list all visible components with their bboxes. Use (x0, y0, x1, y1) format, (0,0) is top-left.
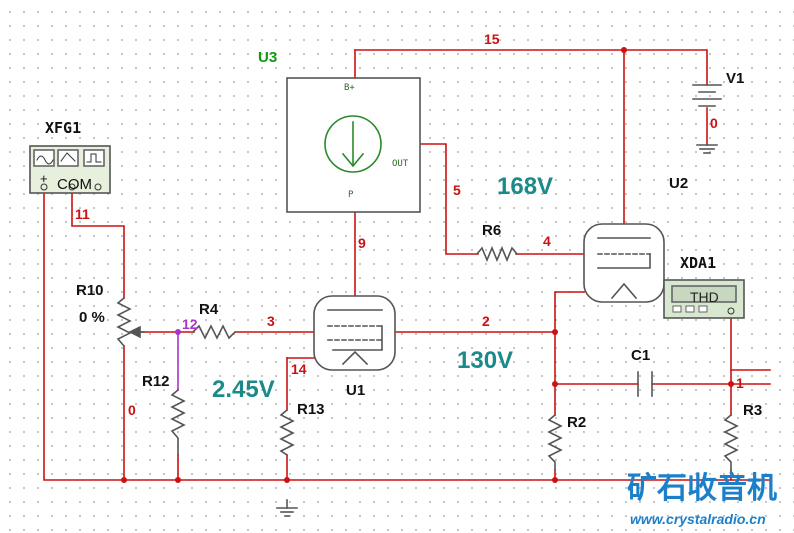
u1-label: U1 (346, 382, 366, 399)
u3-label: U3 (258, 49, 278, 66)
u2-label: U2 (669, 175, 689, 192)
r13-label: R13 (297, 401, 325, 418)
xda1-thd-display: THD (690, 289, 719, 305)
r4-label: R4 (199, 301, 219, 318)
r2-label: R2 (567, 414, 587, 431)
net-0-v1: 0 (710, 115, 718, 131)
xfg1-label: XFG1 (45, 119, 82, 137)
net-14: 14 (291, 361, 307, 377)
u3-out-pin: OUT (392, 159, 409, 169)
r12-label: R12 (142, 373, 170, 390)
net-2: 2 (482, 313, 490, 329)
net-3: 3 (267, 313, 275, 329)
r10-percent: 0 % (79, 309, 105, 326)
net-9: 9 (358, 235, 366, 251)
net-5: 5 (453, 182, 461, 198)
voltage-u1-plate: 130V (457, 347, 514, 374)
v1-label: V1 (726, 70, 745, 87)
net-11: 11 (75, 206, 90, 222)
net-0-ground: 0 (128, 402, 136, 418)
watermark-url: www.crystalradio.cn (630, 511, 766, 527)
u3-p-pin: P (348, 190, 354, 200)
r10-label: R10 (76, 282, 104, 299)
xfg1-com-terminal: COM (57, 176, 92, 193)
xfg1-plus-terminal: + (40, 171, 48, 186)
net-15: 15 (484, 31, 500, 47)
voltage-u2-plate: 168V (497, 173, 554, 200)
r3-label: R3 (743, 402, 763, 419)
voltage-u1-cathode: 2.45V (212, 376, 275, 403)
net-12: 12 (182, 316, 198, 332)
r6-label: R6 (482, 222, 502, 239)
wire-group (43, 49, 771, 481)
net-1: 1 (736, 375, 744, 391)
watermark-title: 矿石收音机 (627, 471, 777, 506)
xda1-label: XDA1 (680, 254, 717, 272)
u3-bplus-pin: B+ (344, 83, 355, 93)
c1-label: C1 (631, 347, 651, 364)
net-4: 4 (543, 233, 551, 249)
